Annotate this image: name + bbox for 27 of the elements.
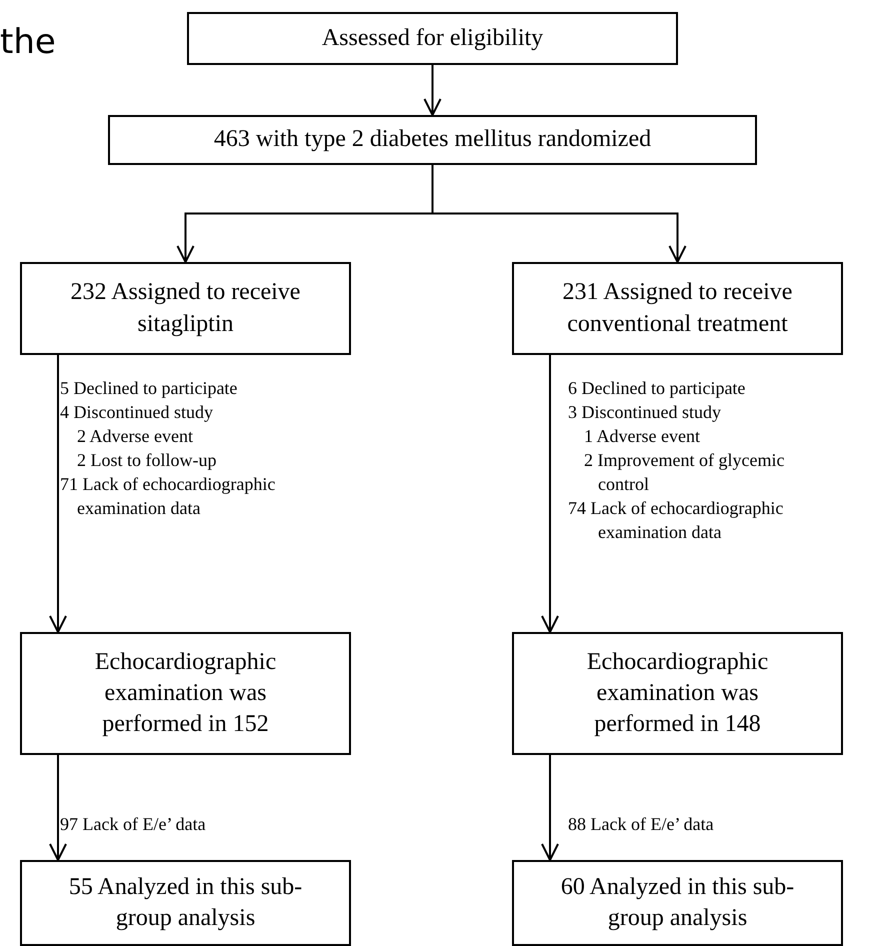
arrow: [541, 755, 559, 861]
exclusion-note: 71 Lack of echocardiographic examination data: [60, 473, 276, 520]
exclusion-note: 88 Lack of E/e’ data: [568, 813, 715, 836]
arrow: [49, 355, 67, 633]
process-box: Echocardiographic examination was performed in 152: [20, 632, 351, 755]
exclusion-note: 2 Adverse event: [77, 425, 194, 448]
process-box: Echocardiographic examination was performed in 148: [512, 632, 843, 755]
process-box: 55 Analyzed in this sub-group analysis: [20, 860, 351, 946]
exclusion-note: 6 Declined to participate: [568, 377, 746, 400]
exclusion-note: 4 Discontinued study: [60, 401, 214, 424]
process-box: 232 Assigned to receive sitagliptin: [20, 262, 351, 355]
process-box: Assessed for eligibility: [187, 12, 678, 65]
text-fragment: the: [0, 21, 56, 64]
exclusion-note: 5 Declined to participate: [60, 377, 238, 400]
arrow: [424, 65, 442, 116]
arrow: [541, 355, 559, 633]
process-box: 60 Analyzed in this sub-group analysis: [512, 860, 843, 946]
exclusion-note: 2 Lost to follow-up: [77, 449, 218, 472]
process-box: 463 with type 2 diabetes mellitus randomized: [108, 115, 757, 165]
exclusion-note: 3 Discontinued study: [568, 401, 722, 424]
arrow: [49, 755, 67, 861]
exclusion-note: 1 Adverse event: [584, 425, 701, 448]
exclusion-note: 2 Improvement of glycemic control: [584, 449, 786, 496]
process-box: 231 Assigned to receive conventional treatment: [512, 262, 843, 355]
exclusion-note: 97 Lack of E/e’ data: [60, 813, 207, 836]
arrow: [432, 165, 686, 263]
exclusion-note: 74 Lack of echocardiographic examination data: [568, 497, 784, 544]
